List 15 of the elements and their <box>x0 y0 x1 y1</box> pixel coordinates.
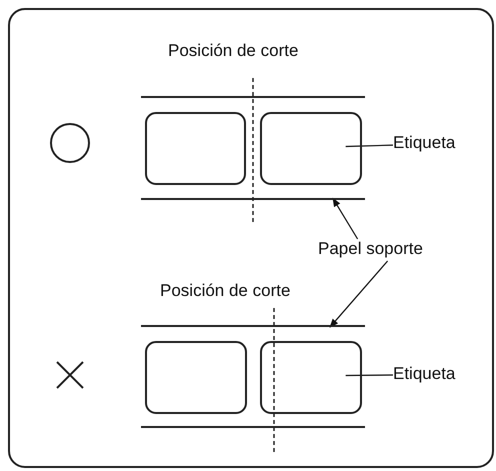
label-outline <box>260 112 362 185</box>
arrow <box>332 198 358 240</box>
label-outline <box>260 341 362 414</box>
leader-line <box>346 374 393 376</box>
arrow <box>329 260 388 328</box>
callout-label: Etiqueta <box>393 133 475 155</box>
label-outline <box>145 112 246 185</box>
leader-line <box>346 144 394 148</box>
label-outline <box>145 341 247 414</box>
cut-position-label: Posición de corte <box>160 281 290 301</box>
callout-label: Papel soporte <box>318 239 438 261</box>
backing-paper-strip <box>141 96 365 200</box>
cut-position-label: Posición de corte <box>168 41 298 61</box>
callout-label: Etiqueta <box>393 364 475 386</box>
backing-paper-strip <box>141 325 365 428</box>
